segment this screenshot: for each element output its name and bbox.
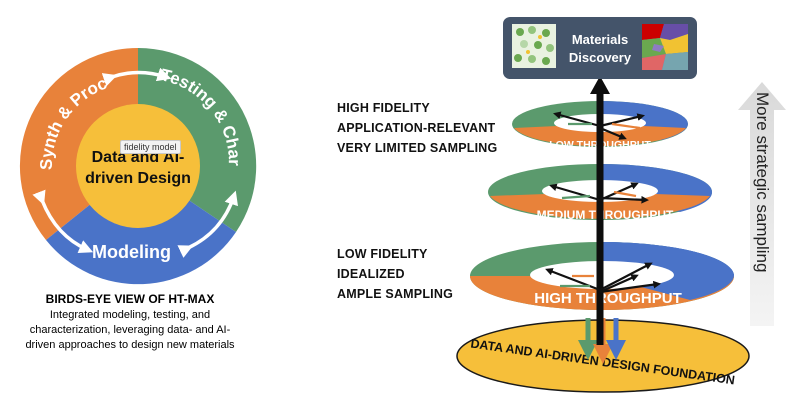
- low-fidelity-line3: AMPLE SAMPLING: [337, 287, 453, 301]
- branches-medium: [549, 182, 650, 204]
- wheel-segment-testing: [138, 47, 257, 232]
- high-fidelity-line1: HIGH FIDELITY: [337, 101, 430, 115]
- crystal-structure-image: [512, 24, 556, 68]
- cycle-arrow-bottom-left: [32, 189, 94, 254]
- ht-max-wheel: Synth & Proc Testing & Char Modeling Dat…: [16, 44, 260, 288]
- materials-discovery-box: Materials Discovery: [503, 17, 697, 79]
- tier-label-high: HIGH THROUGHPUT: [534, 290, 682, 307]
- wheel-label-modeling: Modeling: [92, 242, 171, 262]
- grain-map-image: [642, 24, 688, 70]
- discovery-line2: Discovery: [569, 50, 632, 65]
- trunk-arrow-head: [590, 76, 610, 94]
- cycle-arrow-top: [101, 67, 172, 87]
- discovery-line1: Materials: [572, 32, 628, 47]
- caption-title: BIRDS-EYE VIEW OF HT-MAX: [45, 292, 215, 306]
- wheel-center-line2: driven Design: [85, 170, 191, 187]
- branches-low: [553, 111, 645, 140]
- strategic-sampling-label: More strategic sampling: [753, 92, 772, 273]
- fidelity-model-tooltip: fidelity model: [120, 140, 181, 154]
- wheel-center: [76, 104, 200, 228]
- caption-body: Integrated modeling, testing, and charac…: [25, 309, 235, 351]
- cycle-arrow-bottom-right: [177, 190, 238, 258]
- low-fidelity-line1: LOW FIDELITY: [337, 247, 428, 261]
- strategic-sampling-arrow: [738, 82, 786, 326]
- branches-high: [545, 262, 662, 294]
- high-fidelity-line2: APPLICATION-RELEVANT: [337, 121, 496, 135]
- tier-label-medium: MEDIUM THROUGHPUT: [537, 208, 674, 222]
- high-fidelity-line3: VERY LIMITED SAMPLING: [337, 141, 498, 155]
- low-fidelity-line2: IDEALIZED: [337, 267, 405, 281]
